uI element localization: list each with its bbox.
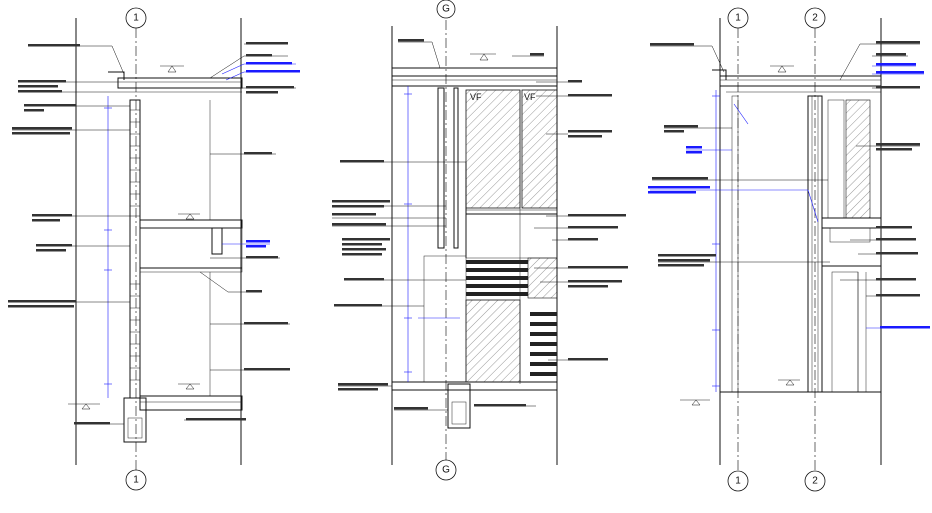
grid-bubble-1-right-top [727,7,749,29]
ground-slab [139,395,243,411]
roof-slab [117,77,243,89]
window-frame-right [453,87,459,249]
door-mark-vf-left: VF [470,92,482,102]
level-mark-ground [178,383,200,390]
lower-volume [423,255,467,383]
grid-bubble-g-top-label: G [442,4,450,15]
grid-bubble-1-right-bottom-label: 1 [735,476,741,487]
level-mark-exterior [68,403,100,410]
grid-bubble-1-right-bottom [727,470,749,492]
hatched-panel-stair [527,257,558,299]
beam [211,227,223,255]
footing-core [127,417,143,439]
parapet-right [712,69,727,80]
landing-zone [465,209,558,259]
masonry-wall [129,99,141,399]
window-frame-left [437,87,445,249]
exterior-wall-right [731,95,739,393]
roof-slab-right [719,75,882,87]
grid-bubble-2-top [804,7,826,29]
note-text-blocks-section-1-2 [648,41,930,329]
parapet [108,71,125,80]
hatched-panel-lower [465,299,521,383]
mid-slab-right [821,217,882,229]
level-mark-mid [178,213,200,220]
footing-g [447,383,471,429]
grid-bubble-1-right-top-label: 1 [735,13,741,24]
roof-level-mark-g [470,53,496,61]
section-1-2: 1 2 1 2 [648,7,930,492]
section-g: VF VF [332,0,628,481]
grid-bubble-1-bottom-label: 1 [133,475,139,486]
grid-bubble-g-bottom [435,459,457,481]
stair-treads [466,260,557,376]
section-1: 1 1 [8,7,300,491]
roof-level-mark-right [770,65,794,73]
mid-slab [139,219,243,229]
hatched-panel-right-upper [845,99,871,219]
notes-left-section-1-2 [650,45,830,263]
level-mark-exterior-right [680,399,710,406]
ground-slab-g [391,381,558,391]
grid-bubble-2-bottom-label: 2 [812,476,818,487]
roof-slab-g [391,67,558,77]
footing [123,397,147,443]
note-text-blocks-section-g [332,39,628,410]
brick-hatch [130,109,140,381]
grid-bubble-2-bottom [804,470,826,492]
note-text-blocks-section-1 [8,42,300,425]
grid-bubble-1-top [125,7,147,29]
grid-bubble-g-top [436,0,456,19]
door-mark-vf-right: VF [524,92,536,102]
grid-bubble-2-top-label: 2 [812,13,818,24]
level-mark-roof [160,65,184,73]
mid-floor-zone [139,227,243,273]
grid-bubble-1-top-label: 1 [133,13,139,24]
grid-bubble-g-bottom-label: G [442,465,450,476]
notes-left-section-1 [8,45,140,425]
hatched-panel-upper-left [465,89,521,209]
level-mark-ground-right [778,379,800,386]
hatched-panel-upper-right [521,89,558,209]
grid-bubble-1-bottom [125,469,147,491]
lower-panel-right [831,271,859,393]
